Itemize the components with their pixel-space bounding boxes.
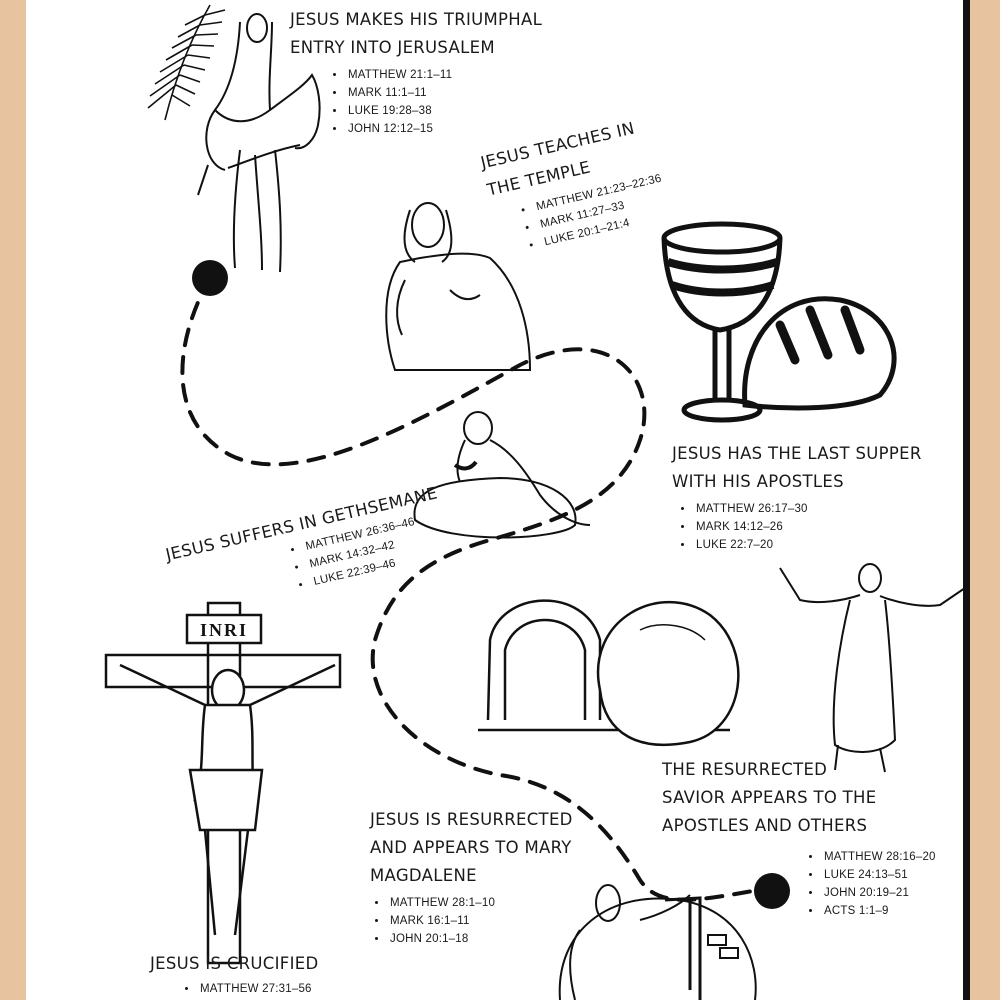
scripture-ref: LUKE 24:13–51 [822,866,962,884]
scripture-ref: MARK 14:12–26 [694,518,972,536]
scripture-ref: JOHN 20:1–18 [388,930,630,948]
cross-sign-text: INRI [200,620,248,640]
scripture-ref: MARK 11:1–11 [346,84,620,102]
paper-sheet [26,0,970,1000]
scripture-ref: MARK 16:1–11 [388,912,630,930]
scripture-list: MATTHEW 27:31–56 [180,980,410,998]
event-resurrected-mary: JESUS IS RESURRECTED AND APPEARS TO MARY… [370,806,630,948]
scripture-ref: MATTHEW 28:16–20 [822,848,962,866]
event-triumphal-entry: JESUS MAKES HIS TRIUMPHAL ENTRY INTO JER… [290,6,620,138]
jesus-ascending-figure [779,563,966,773]
scripture-ref: JOHN 20:19–21 [822,884,962,902]
bread-loaf-icon [742,296,897,411]
empty-tomb-icon [478,599,740,746]
scripture-ref: ACTS 1:1–9 [822,902,962,920]
jesus-resurrected-figure [558,884,757,1000]
scripture-ref: JOHN 12:12–15 [346,120,620,138]
event-title: JESUS HAS THE LAST SUPPER WITH HIS APOST… [672,444,922,491]
scripture-list: MATTHEW 21:1–11 MARK 11:1–11 LUKE 19:28–… [328,66,620,138]
event-last-supper: JESUS HAS THE LAST SUPPER WITH HIS APOST… [672,440,972,554]
palm-branch-icon [147,4,226,121]
scripture-list: MATTHEW 28:16–20 LUKE 24:13–51 JOHN 20:1… [804,848,962,920]
end-dot [754,873,790,909]
chalice-icon [661,221,783,423]
event-title: JESUS IS CRUCIFIED [150,954,319,973]
jesus-on-donkey-figure [197,13,321,273]
scripture-ref: MATTHEW 28:1–10 [388,894,630,912]
event-title: THE RESURRECTED SAVIOR APPEARS TO THE AP… [662,760,877,835]
start-dot [192,260,228,296]
jesus-praying-figure [413,411,591,539]
scripture-ref: MATTHEW 21:1–11 [346,66,620,84]
event-savior-appears: THE RESURRECTED SAVIOR APPEARS TO THE AP… [662,756,962,920]
timeline-path [180,276,772,902]
scripture-ref: MATTHEW 27:31–56 [198,980,410,998]
scripture-ref: LUKE 22:7–20 [694,536,972,554]
scripture-ref: LUKE 19:28–38 [346,102,620,120]
scripture-ref: MATTHEW 26:17–30 [694,500,972,518]
scripture-list: MATTHEW 28:1–10 MARK 16:1–11 JOHN 20:1–1… [370,894,630,948]
event-title: JESUS IS RESURRECTED AND APPEARS TO MARY… [370,810,573,885]
crucifix-figure [104,601,342,965]
event-crucified: JESUS IS CRUCIFIED MATTHEW 27:31–56 [150,950,410,998]
scripture-list: MATTHEW 26:17–30 MARK 14:12–26 LUKE 22:7… [676,500,972,554]
jesus-teaching-figure [385,202,532,371]
event-title: JESUS MAKES HIS TRIUMPHAL ENTRY INTO JER… [290,10,543,57]
